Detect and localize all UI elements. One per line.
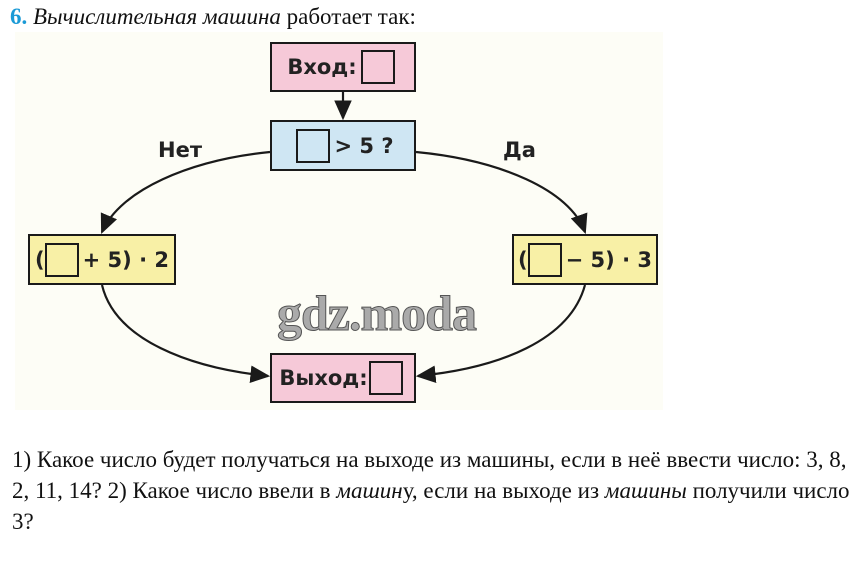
question-italic-2: машины: [604, 478, 687, 503]
problem-number: 6.: [10, 4, 28, 29]
arrow-right-to-output: [415, 284, 587, 384]
input-label: Вход:: [287, 55, 357, 79]
title-italic: Вычислительная машина: [33, 4, 281, 29]
output-box: Выход:: [270, 353, 416, 403]
yes-branch-square: [527, 242, 562, 277]
arrow-yes: [415, 150, 588, 235]
question-part-2: у, если на выходе из: [402, 478, 605, 503]
right-paren: (: [518, 247, 528, 272]
no-branch-formula: + 5) · 2: [82, 247, 169, 272]
arrow-left-to-output: [100, 284, 271, 383]
yes-branch-box: ( − 5) · 3: [512, 234, 658, 285]
question-part-3: получили число 3?: [12, 478, 850, 534]
condition-text: > 5 ?: [334, 133, 394, 158]
no-label: Нет: [158, 138, 202, 162]
question-text: 1) Какое число будет получаться на выход…: [12, 444, 858, 537]
condition-box: > 5 ?: [270, 120, 416, 171]
output-label: Выход:: [279, 366, 368, 390]
question-italic-1: машин: [336, 478, 403, 503]
question-part-1: 1) Какое число будет получаться на выход…: [12, 447, 847, 503]
title-rest: работает так:: [280, 4, 416, 29]
left-paren: (: [35, 247, 45, 272]
arrow-no: [100, 150, 271, 235]
flowchart-diagram: [15, 32, 663, 410]
yes-label: Да: [503, 138, 536, 162]
no-branch-box: ( + 5) · 2: [28, 234, 176, 285]
input-box: Вход:: [270, 42, 416, 92]
no-branch-square: [44, 242, 79, 277]
watermark: gdz.moda: [277, 285, 478, 342]
input-square: [360, 50, 395, 84]
yes-branch-formula: − 5) · 3: [565, 247, 652, 272]
condition-square: [296, 128, 331, 163]
problem-title: 6. Вычислительная машина работает так:: [10, 4, 416, 30]
output-square: [368, 361, 403, 395]
